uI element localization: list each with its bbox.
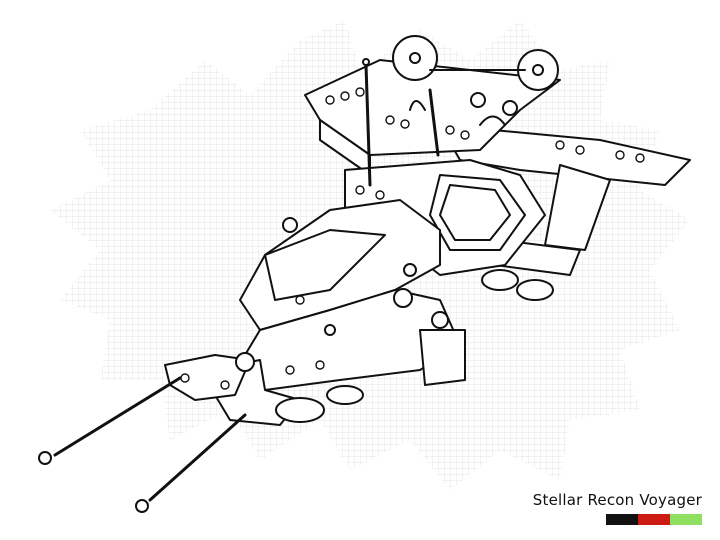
brick-studs bbox=[180, 87, 645, 390]
illustration-title: Stellar Recon Voyager bbox=[532, 491, 702, 509]
swatch-black bbox=[606, 514, 638, 525]
swatch-green bbox=[670, 514, 702, 525]
swatch-red bbox=[638, 514, 670, 525]
spaceship-line-art bbox=[38, 35, 691, 513]
color-swatches bbox=[606, 514, 702, 525]
